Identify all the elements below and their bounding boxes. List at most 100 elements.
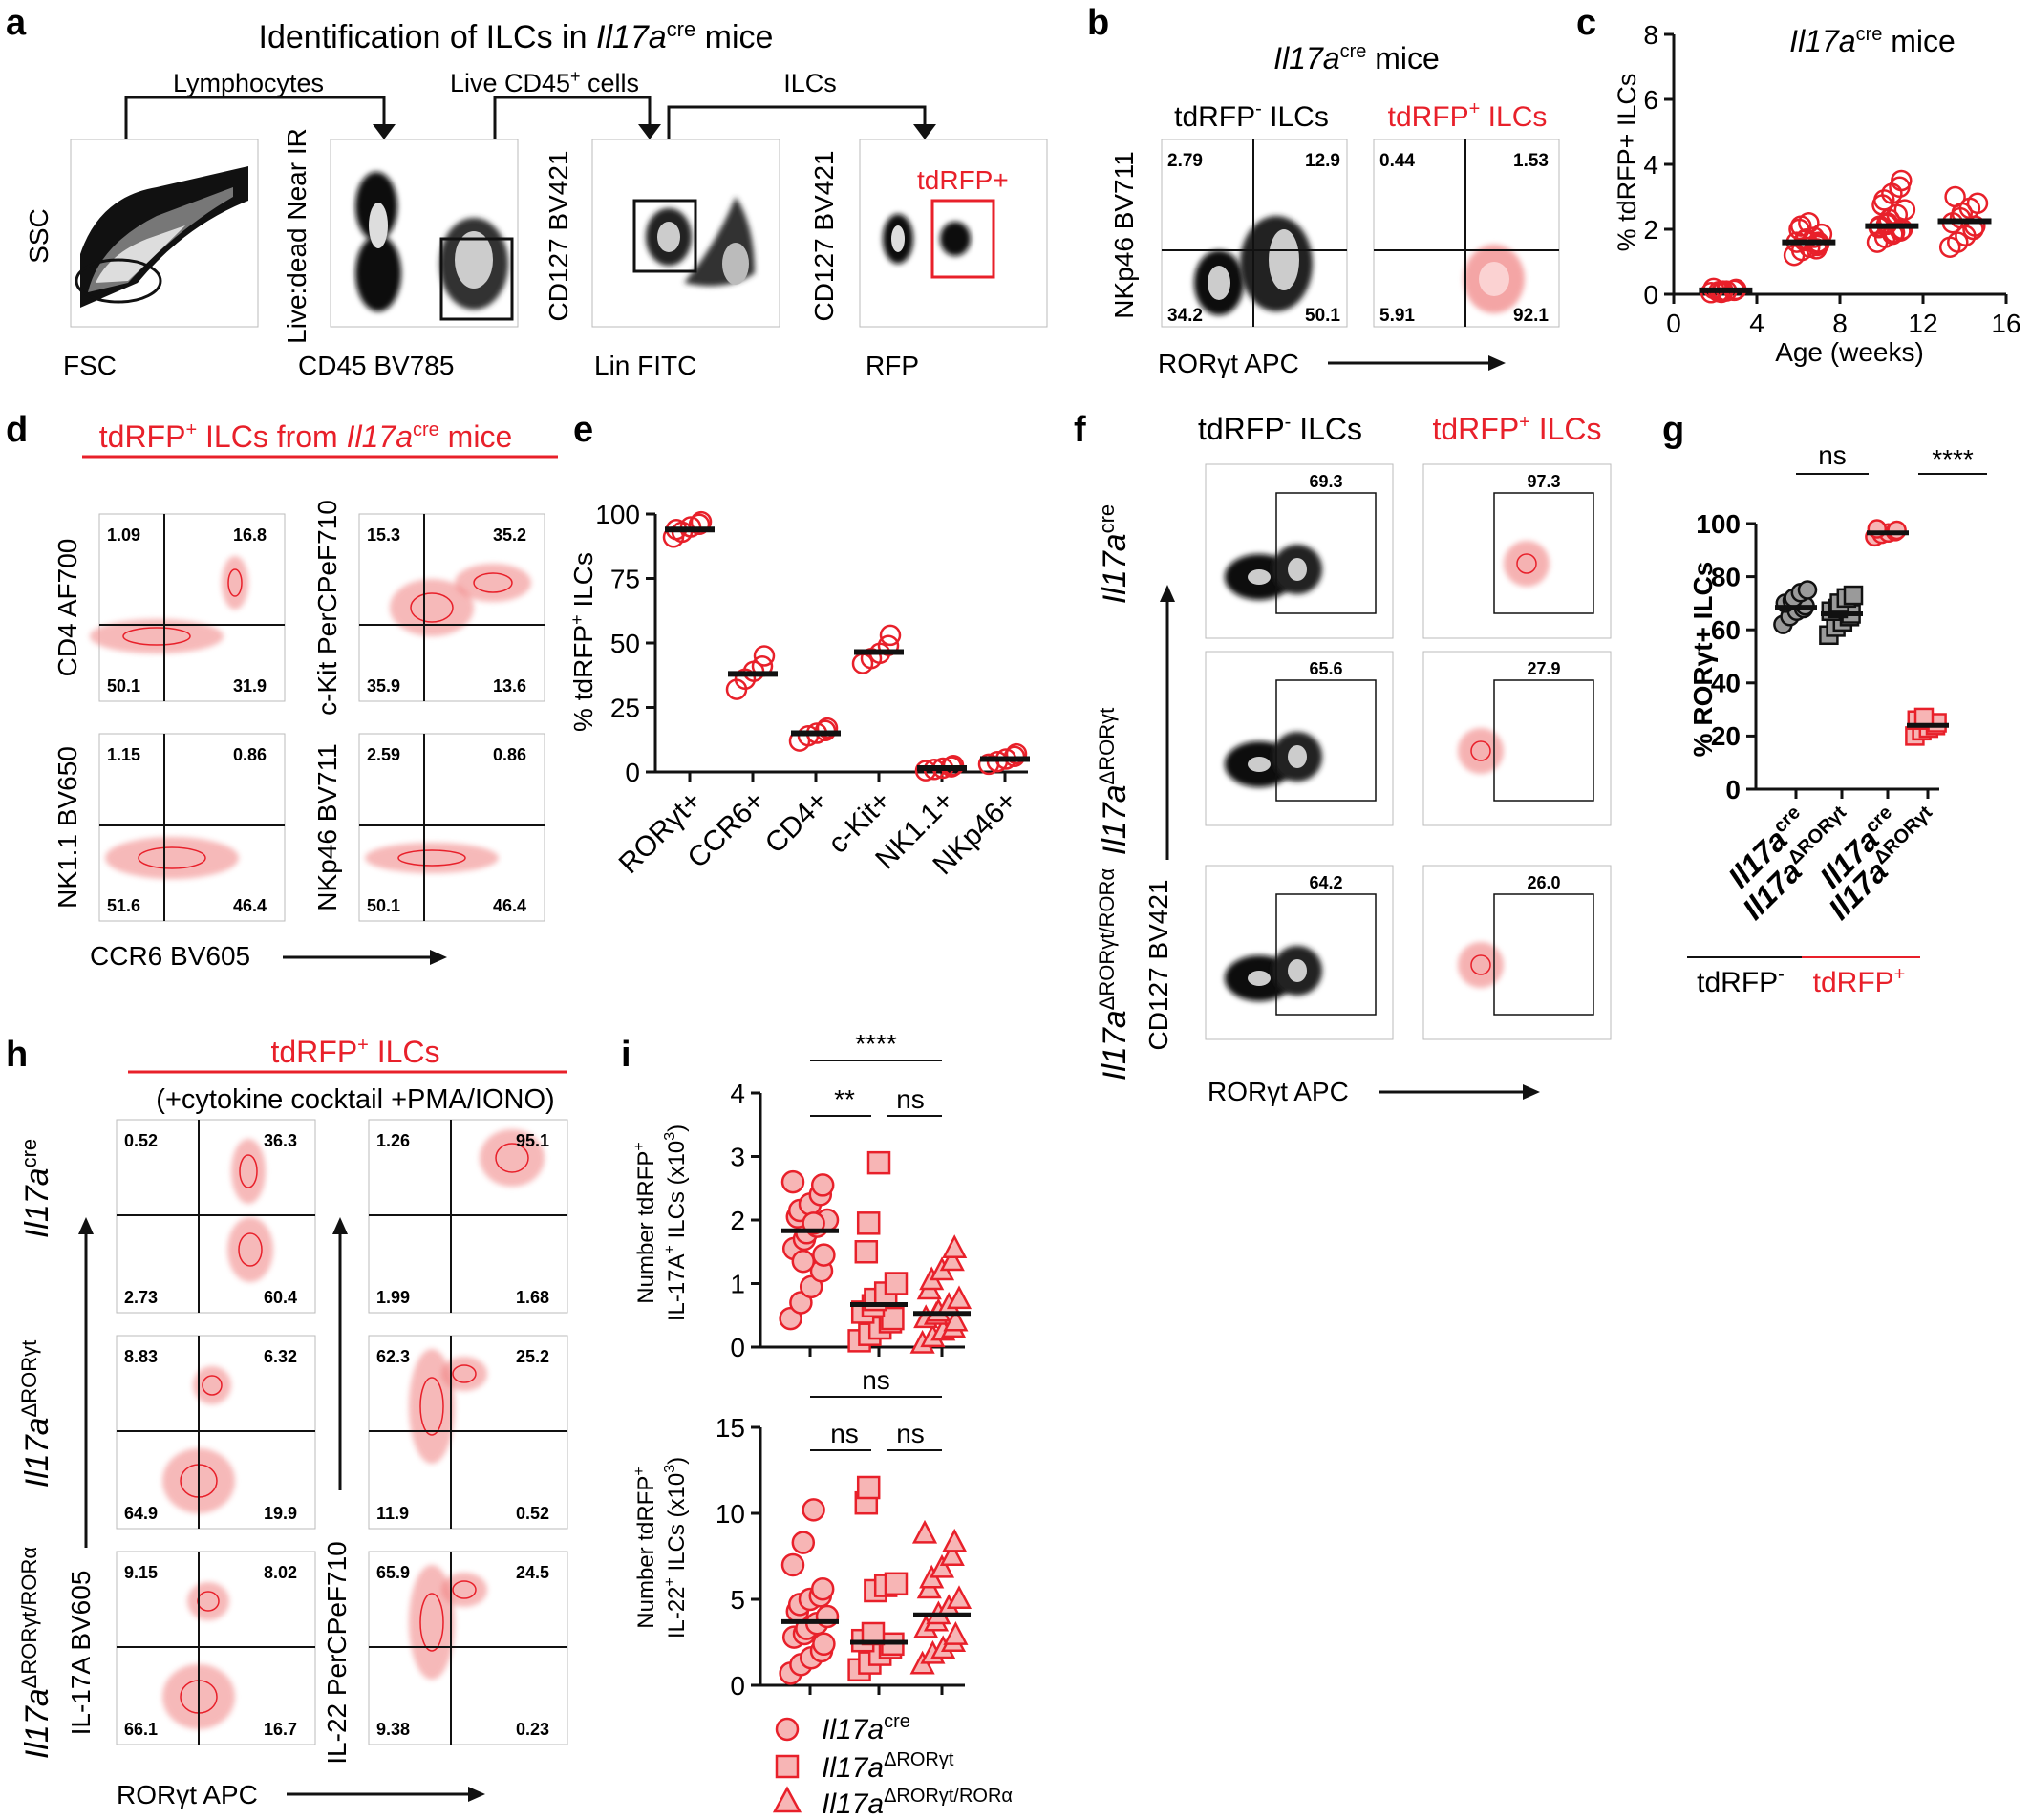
gate-value: 65.6 [1309,659,1342,678]
density-contour [891,225,905,252]
arrowhead-1 [373,124,396,139]
x-tick-label: 16 [1991,309,2020,338]
gate-value: 27.9 [1527,659,1560,678]
quadrant-value: 16.7 [264,1720,297,1739]
density-contour [239,1154,258,1188]
y-tick-label: 40 [1711,669,1741,698]
axis-label: RORγt APC [1208,1077,1349,1106]
data-point [1966,192,1989,215]
density-contour [452,1580,477,1599]
quadrant-value: 51.6 [107,896,140,915]
data-point [1883,222,1906,244]
data-point [1798,211,1820,234]
density-contour [1458,728,1504,774]
chart-i2-ylabel-line1: Number tdRFP+ [631,1467,659,1628]
axis-arrowhead [332,1217,348,1234]
data-point [810,1173,835,1197]
panel-letter-i: i [621,1035,631,1075]
y-tick-label: 3 [730,1142,745,1171]
x-tick-label: RORγt+ [613,785,708,880]
quadrant-value: 50.1 [1305,306,1340,326]
group-label-pos: tdRFP+ [1813,964,1906,998]
density-contour [390,579,474,636]
density-contour [96,225,185,283]
data-point [884,1272,909,1295]
quadrant-value: 24.5 [516,1563,549,1582]
density-contour [455,564,531,602]
facs-plot-rfp-cd127: tdRFP+ [859,139,1048,328]
axis-arrowhead [1488,355,1506,371]
quadrant-value: 1.53 [1513,151,1549,171]
y-tick-label: 0 [625,758,640,787]
axis-arrowhead [1160,585,1175,602]
quadrant-value: 50.1 [367,896,400,915]
density-contour [222,556,248,610]
y-tick-label: 100 [1696,509,1741,539]
quadrant-value: 62.3 [376,1347,410,1366]
panel-letters: a b c d e f g h i [6,3,1684,1075]
row-label-drr: Il17aΔRORγt/RORα [17,1547,55,1759]
plot-frame [1422,651,1612,826]
axis-label: RORγt APC [117,1780,258,1809]
data-point [1873,189,1895,211]
quadrant-value: 64.9 [124,1504,158,1523]
density-contour [369,203,388,248]
quadrant-value: 46.4 [493,896,526,915]
density-contour [940,222,971,256]
quadrant-value: 92.1 [1513,306,1549,326]
significance-label: ns [1818,440,1847,470]
row-label-dr: Il17aΔRORγt [17,1340,55,1488]
gate-label-lymphocytes: Lymphocytes [173,69,324,97]
panel-h-title: tdRFP+ ILCs [270,1035,439,1069]
plot-frame [1422,865,1612,1040]
quadrant-value: 0.44 [1379,151,1415,171]
panel-letter-c: c [1576,3,1596,43]
axis-label: IL-22 PerCPeF710 [322,1541,352,1764]
quadrant-value: 1.26 [376,1131,410,1150]
quadrant-value: 2.79 [1167,151,1203,171]
density-contour [1504,541,1550,587]
data-point [816,717,839,739]
chart-i-legend: Il17acre Il17aΔRORγt Il17aΔRORγt/RORα [772,1711,1013,1820]
y-tick-label: 4 [730,1079,745,1108]
quadrant-value: 0.86 [233,745,267,764]
ilc-gate [632,199,697,273]
chart-e-plot: 0255075100RORγt+CCR6+CD4+c-Kit+NK1.1+NKp… [595,500,1030,881]
arrowhead-3 [913,124,936,139]
quadrant-value: 0.23 [516,1720,549,1739]
quadrant-value: 34.2 [1167,306,1203,326]
density-contour [1248,569,1271,585]
panel-letter-a: a [6,3,27,43]
data-point [1893,199,1916,221]
chart-c-title: Il17acre mice [1789,24,1956,58]
density-contour [480,1129,545,1187]
quadrant-value: 1.99 [376,1288,410,1307]
quadrant-value: 25.2 [516,1347,549,1366]
data-point [856,1211,881,1235]
quadrant-value: 35.2 [493,525,526,545]
data-point [881,1306,905,1331]
quadrant-value: 0.86 [493,745,526,764]
y-tick-label: 0 [1643,280,1658,310]
density-contour [227,568,243,597]
y-tick-label: 2 [1643,215,1658,245]
data-point [812,1243,836,1267]
y-tick-label: 4 [1643,150,1658,180]
x-tick-label: CD4+ [759,785,834,860]
density-contour [227,1217,273,1282]
axis-label: FSC [63,351,117,380]
chart-g-plot: 020406080100Il17acreIl17aΔRORγtIl17acreI… [1696,440,1987,926]
panel-i: Number tdRFP+ IL-17A+ ILCs (x103) 01234*… [631,1029,1013,1820]
y-tick-label: 50 [610,629,640,658]
density-contour [1458,942,1504,988]
axis-label: Live:dead Near IR [282,128,311,344]
quadrant-value: 9.15 [124,1563,158,1582]
facs-plot-lin-cd127 [591,139,780,328]
y-tick-label: 6 [1643,85,1658,115]
tdrfp-gate [930,199,995,279]
facs-plot-f-r2-c2: 27.9 [1422,651,1612,826]
facs-plot-fsc-ssc [70,139,259,328]
row-label-drr: Il17aΔRORγt/RORα [1095,868,1133,1081]
